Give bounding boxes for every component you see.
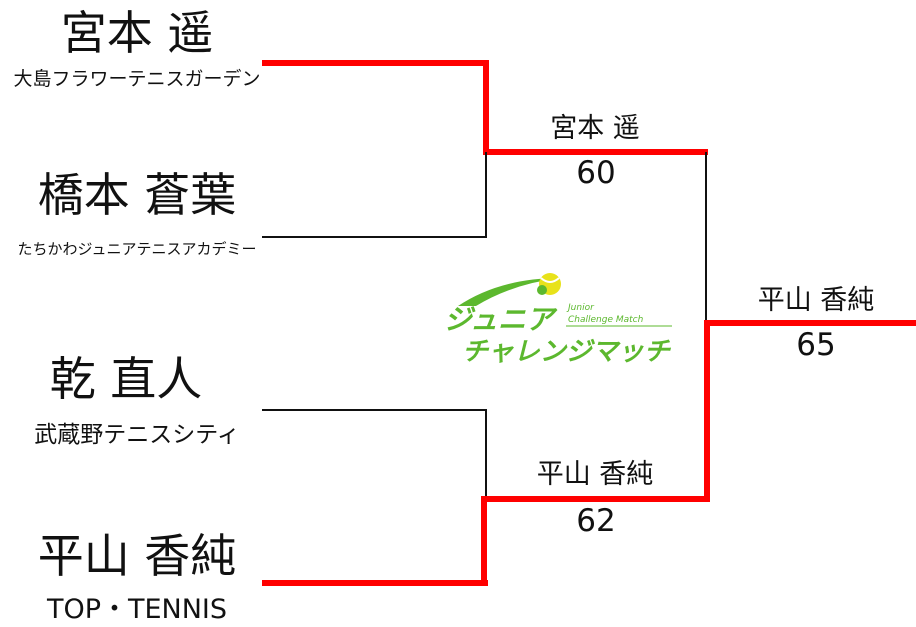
player-3-club: 武蔵野テニスシティ <box>34 422 240 448</box>
logo-sub2: Challenge Match <box>568 315 644 325</box>
player-2-club: たちかわジュニアテニスアカデミー <box>17 240 257 258</box>
final-score: 65 <box>796 327 836 363</box>
player-1-name: 宮本 遥 <box>60 6 214 60</box>
logo-line2: チャレンジマッチ <box>462 337 672 367</box>
player-4-name: 平山 香純 <box>37 529 237 583</box>
logo-graphic: ジュニア Junior Challenge Match チャレンジマッチ <box>444 273 672 367</box>
bracket-line-p2-vertical <box>485 152 487 238</box>
bracket-line-sf1-vertical <box>705 152 707 324</box>
logo-line1: ジュニア <box>444 303 558 336</box>
semifinal-2-winner: 平山 香純 <box>536 459 654 490</box>
bracket-line-p3-horizontal <box>262 409 487 411</box>
player-2-name: 橋本 蒼葉 <box>37 168 237 222</box>
player-4-club: TOP・TENNIS <box>46 594 228 625</box>
bracket-line-p2-horizontal <box>262 236 487 238</box>
semifinal-1-score: 60 <box>576 155 616 191</box>
bracket-line-sf2-vertical <box>704 320 710 502</box>
bracket-line-final-horizontal <box>704 320 916 326</box>
logo-swoosh-icon <box>458 278 560 306</box>
final-winner: 平山 香純 <box>757 285 875 316</box>
bracket-line-sf1-horizontal <box>483 149 708 155</box>
junior-challenge-match-logo: ジュニア Junior Challenge Match チャレンジマッチ <box>440 272 680 376</box>
bracket-line-p4-vertical <box>481 496 487 586</box>
semifinal-2-score: 62 <box>576 503 616 539</box>
player-1-club: 大島フラワーテニスガーデン <box>13 68 261 90</box>
bracket-line-p1-vertical <box>483 60 489 155</box>
bracket-line-p4-horizontal <box>262 580 488 586</box>
player-3-name: 乾 直人 <box>49 352 203 406</box>
logo-sub1: Junior <box>566 303 595 313</box>
bracket-line-p3-vertical <box>485 409 487 501</box>
bracket-line-sf2-horizontal <box>481 496 710 502</box>
bracket-line-p1-horizontal <box>262 60 488 66</box>
semifinal-1-winner: 宮本 遥 <box>550 113 640 144</box>
